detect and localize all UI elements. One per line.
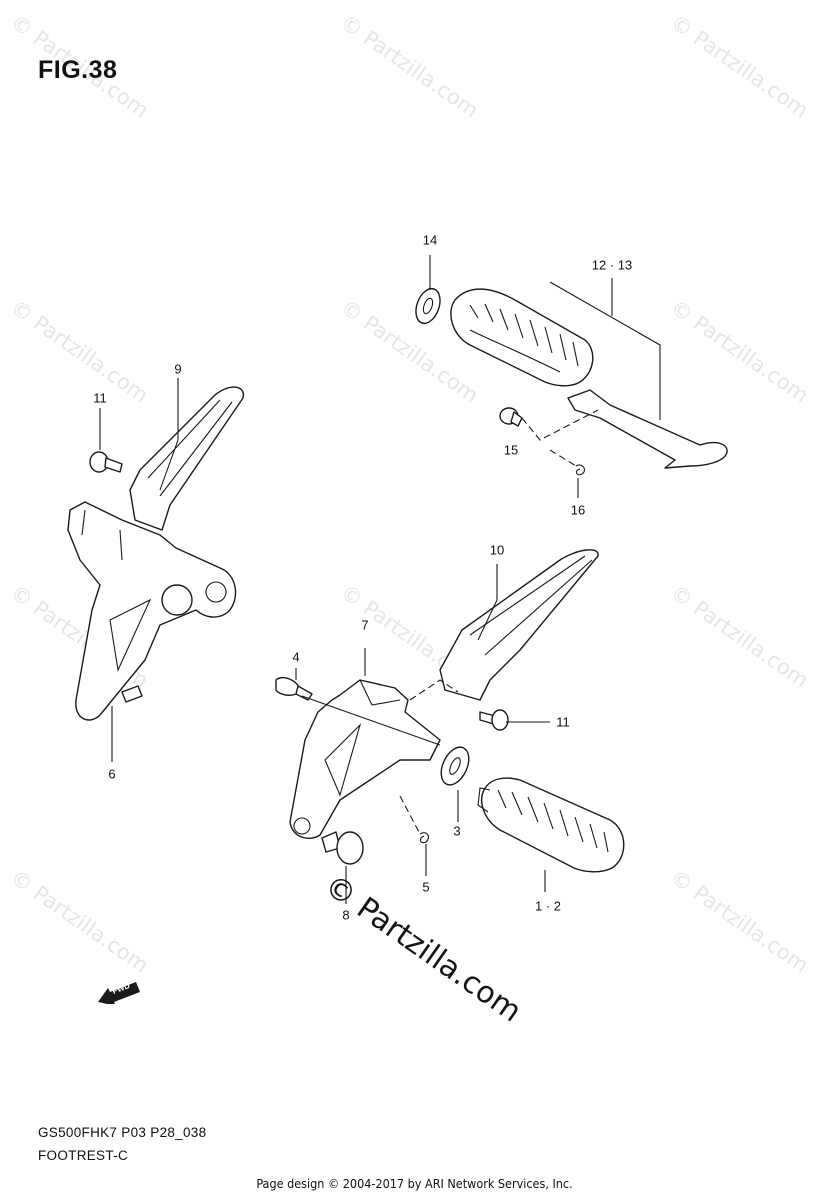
washer-14-part[interactable] [412,285,445,326]
callout-1-2[interactable]: 1 · 2 [534,898,562,914]
callout-11-left[interactable]: 11 [93,390,107,406]
pin-6-part[interactable] [121,685,143,703]
heel-guard-9-part[interactable] [129,386,244,531]
section-name: FOOTREST-C [38,1148,128,1163]
model-code: GS500FHK7 P03 P28_038 [38,1125,207,1140]
callout-15[interactable]: 15 [503,442,519,458]
figure-title: FIG.38 [38,56,118,84]
callout-12-13[interactable]: 12 · 13 [591,257,633,273]
page-credit: Page design © 2004-2017 by ARI Network S… [256,1176,573,1191]
callout-4[interactable]: 4 [292,649,300,665]
callout-7[interactable]: 7 [361,617,369,633]
callout-11-right[interactable]: 11 [556,714,570,730]
bracket-7-part[interactable] [289,679,441,839]
screw-11-right-part[interactable] [479,709,509,731]
clip-16-part[interactable] [575,464,585,476]
bracket-6-part[interactable] [67,501,237,721]
callout-3[interactable]: 3 [453,823,461,839]
clip-5-part[interactable] [419,832,429,844]
callout-10[interactable]: 10 [489,542,505,558]
bolt-8-part[interactable] [321,831,364,865]
callout-14[interactable]: 14 [422,232,438,248]
pin-15-part[interactable] [499,407,523,427]
pin-4-part[interactable] [275,676,313,701]
callout-8[interactable]: 8 [342,907,350,923]
callout-5[interactable]: 5 [422,879,430,895]
callout-16[interactable]: 16 [570,502,586,518]
callout-9[interactable]: 9 [174,361,182,377]
heel-guard-10-part[interactable] [439,549,599,701]
footrest-rubber-12-part[interactable] [450,288,594,387]
forward-direction-arrow-icon: FWD [96,981,142,1006]
passenger-footrest-bracket-part[interactable] [567,389,728,469]
screw-11-left-part[interactable] [89,451,123,473]
footrest-rubber-1-part[interactable] [477,777,625,873]
callout-6[interactable]: 6 [108,766,116,782]
washer-3-part[interactable] [436,743,475,789]
